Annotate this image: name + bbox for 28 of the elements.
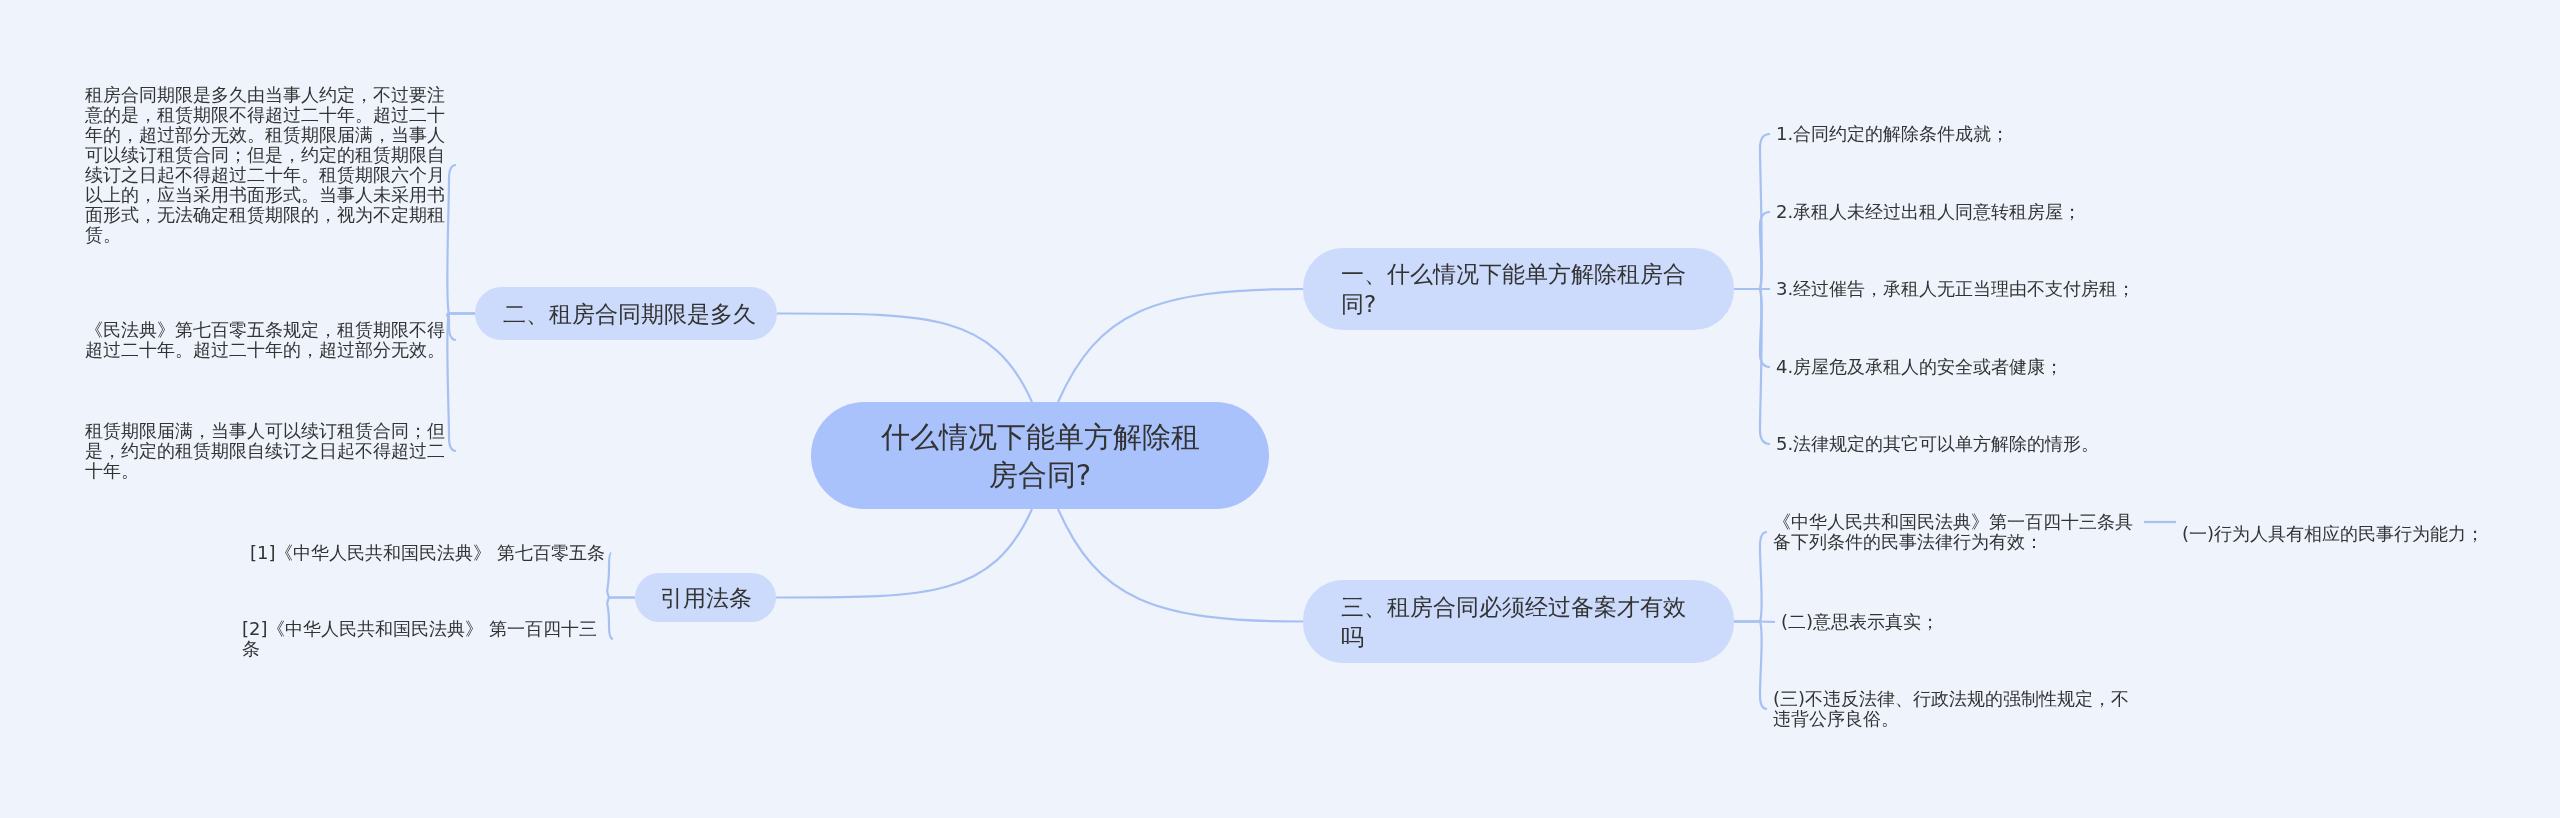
leaf-text: (三)不违反法律、行政法规的强制性规定，不违背公序良俗。 — [1767, 689, 2144, 729]
connector-line — [777, 312, 1033, 403]
connector-line — [2144, 520, 2176, 524]
leaf-text: 《民法典》第七百零五条规定，租赁期限不得超过二十年。超过二十年的，超过部分无效。 — [79, 320, 456, 360]
leaf-text: [2]《中华人民共和国民法典》 第一百四十三条 — [236, 619, 613, 659]
leaf-text: (一)行为人具有相应的民事行为能力； — [2176, 524, 2491, 544]
leaf-text: 2.承租人未经过出租人同意转租房屋； — [1770, 202, 2088, 222]
leaf-text: 1.合同约定的解除条件成就； — [1770, 124, 2016, 144]
leaf-text: 租房合同期限是多久由当事人约定，不过要注意的是，租赁期限不得超过二十年。超过二十年的，超过部分无效。租赁期限届满，当事人可以续订租赁合同；但是，约定的租赁期限自续订之日起不得超过二十年。租赁期限六个月以上的，应当采用书面形式。当事人未采用书面形式，无法确定租赁期限的，视为不定期租赁。 — [79, 85, 456, 245]
branch-topic: 引用法条 — [635, 573, 776, 622]
leaf-text: [1]《中华人民共和国民法典》 第七百零五条 — [244, 543, 612, 563]
leaf-text: 4.房屋危及承租人的安全或者健康； — [1770, 357, 2070, 377]
connector-line — [1732, 287, 1772, 446]
connector-line — [1057, 287, 1303, 403]
leaf-text: 5.法律规定的其它可以单方解除的情形。 — [1770, 434, 2106, 454]
connector-line — [776, 508, 1033, 599]
branch-topic: 一、什么情况下能单方解除租房合同? — [1303, 248, 1734, 330]
leaf-text: 租赁期限届满，当事人可以续订租赁合同；但是，约定的租赁期限自续订之日起不得超过二十年。 — [79, 421, 456, 481]
connector-line — [1732, 620, 1769, 711]
connector-line — [446, 312, 477, 453]
leaf-text: 3.经过催告，承租人无正当理由不支付房租； — [1770, 279, 2142, 299]
branch-topic: 三、租房合同必须经过备案才有效吗 — [1303, 580, 1734, 663]
branch-topic: 二、租房合同期限是多久 — [475, 287, 777, 340]
central-topic: 什么情况下能单方解除租房合同? — [811, 402, 1269, 509]
connector-line — [1057, 508, 1303, 623]
connector-line — [606, 596, 637, 641]
leaf-text: 《中华人民共和国民法典》第一百四十三条具备下列条件的民事法律行为有效： — [1767, 512, 2144, 552]
leaf-text: (二)意思表示真实； — [1775, 612, 1946, 632]
